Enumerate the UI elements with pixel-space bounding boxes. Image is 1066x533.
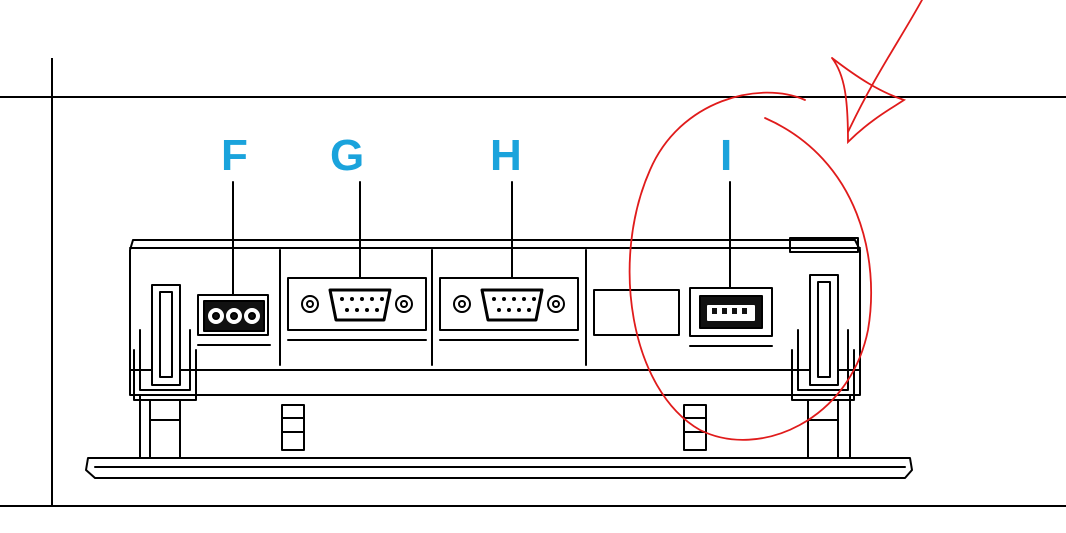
table-column-divider: [51, 58, 53, 506]
port-label-f: F: [221, 131, 248, 180]
port-label-g: G: [330, 131, 365, 180]
port-label-h: H: [490, 131, 522, 180]
left-mounting-clip: [133, 284, 197, 459]
table-rule-top: [0, 96, 1066, 98]
port-label-i: I: [720, 131, 733, 180]
port-g-db9-connector: [279, 181, 433, 366]
port-f-power-terminal: [197, 181, 271, 346]
foot-left: [281, 404, 305, 451]
right-mounting-clip: [789, 237, 859, 459]
red-annotation-circle: [628, 91, 873, 441]
table-rule-bottom: [0, 505, 1066, 507]
red-annotation-arrow: [831, 0, 923, 145]
port-i-usb-connector: [689, 181, 773, 347]
port-h-db9-connector: [439, 181, 680, 366]
